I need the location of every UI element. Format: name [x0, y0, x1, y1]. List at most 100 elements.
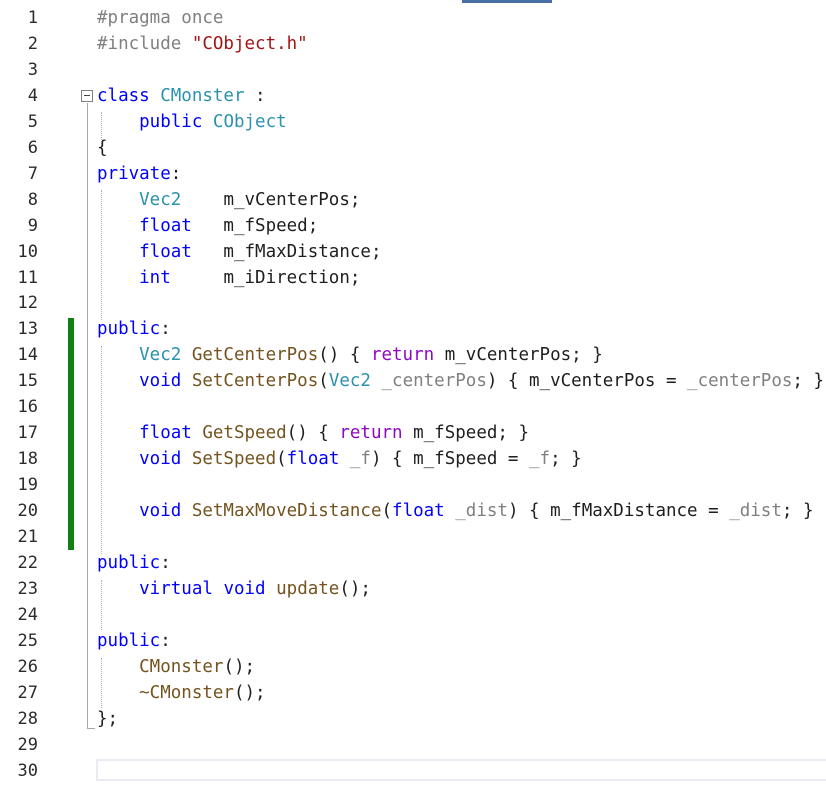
code-token: ) { m_vCenterPos =	[486, 371, 688, 392]
code-token: #pragma once	[97, 8, 224, 28]
code-line[interactable]: ~CMonster();	[97, 683, 265, 703]
line-number: 15	[17, 371, 38, 392]
code-token: void	[97, 501, 192, 522]
line-number: 30	[17, 760, 38, 781]
code-token: ();	[339, 578, 371, 599]
code-line[interactable]: };	[97, 709, 118, 729]
code-token: _dist	[729, 501, 782, 522]
code-token: class	[97, 85, 161, 106]
code-token: (	[318, 371, 329, 392]
code-line[interactable]: public:	[97, 553, 171, 573]
code-token: GetSpeed	[202, 423, 287, 444]
code-token: :	[160, 552, 171, 573]
line-number: 28	[17, 708, 38, 729]
line-number: 26	[17, 656, 38, 677]
code-token: CObject	[212, 111, 287, 132]
code-token: _f	[529, 449, 551, 470]
code-token: void	[97, 449, 192, 470]
code-line[interactable]: public CObject	[97, 112, 287, 132]
line-number: 23	[17, 578, 38, 599]
code-line[interactable]: float GetSpeed() { return m_fSpeed; }	[97, 423, 529, 443]
code-token: _centerPos	[381, 371, 487, 392]
code-line[interactable]: Vec2 GetCenterPos() { return m_vCenterPo…	[97, 345, 603, 365]
code-token: () {	[286, 423, 340, 444]
line-number: 10	[17, 241, 38, 262]
code-token: float	[286, 449, 350, 470]
code-line[interactable]: private:	[97, 164, 181, 184]
code-token: SetCenterPos	[191, 371, 319, 392]
code-line[interactable]: void SetCenterPos(Vec2 _centerPos) { m_v…	[97, 371, 824, 391]
code-token: () {	[318, 345, 371, 366]
code-line[interactable]: Vec2 m_vCenterPos;	[97, 190, 360, 210]
line-number: 25	[17, 630, 38, 651]
line-number: 17	[17, 423, 38, 444]
code-token: return	[370, 345, 435, 366]
code-token: m_fMaxDistance;	[191, 241, 382, 262]
code-line[interactable]: #pragma once	[97, 8, 223, 28]
code-token: SetMaxMoveDistance	[191, 501, 382, 522]
code-token: (	[381, 501, 393, 522]
line-number: 29	[17, 734, 38, 755]
code-token: (	[276, 449, 287, 470]
line-number: 9	[27, 215, 38, 236]
code-token: m_vCenterPos;	[181, 189, 361, 210]
code-token: virtual	[97, 578, 224, 599]
code-token: float	[97, 215, 192, 236]
indent-guide	[101, 658, 102, 708]
indent-guide	[101, 580, 102, 630]
code-token: void	[223, 578, 277, 599]
line-number: 16	[17, 397, 38, 418]
code-token: :	[160, 319, 171, 340]
code-line[interactable]: {	[97, 138, 108, 158]
code-token: ();	[223, 656, 256, 677]
line-number: 4	[27, 85, 38, 106]
code-token: ; }	[792, 371, 825, 392]
code-token: "CObject.h"	[191, 33, 308, 54]
code-line[interactable]: void SetSpeed(float _f) { m_fSpeed = _f;…	[97, 449, 582, 469]
code-token: Vec2	[97, 345, 192, 366]
code-line[interactable]: #include "CObject.h"	[97, 34, 308, 54]
code-token: public	[97, 111, 213, 132]
code-line[interactable]: float m_fSpeed;	[97, 216, 318, 236]
code-token: public	[97, 319, 161, 340]
code-token: GetCenterPos	[191, 345, 319, 366]
indent-guide	[101, 190, 102, 320]
line-number: 12	[17, 293, 38, 314]
code-token: :	[160, 630, 171, 651]
code-token: CMonster	[97, 656, 224, 677]
line-number: 20	[17, 501, 38, 522]
fold-toggle-icon[interactable]	[81, 90, 93, 102]
code-token: float	[392, 501, 456, 522]
line-number: 18	[17, 449, 38, 470]
line-number: 8	[27, 189, 38, 210]
line-number: 21	[17, 527, 38, 547]
code-token: ) { m_fMaxDistance =	[507, 501, 730, 522]
code-line[interactable]: float m_fMaxDistance;	[97, 242, 381, 262]
line-number: 22	[17, 552, 38, 573]
code-token: private	[97, 163, 171, 184]
code-token: m_iDirection;	[170, 267, 361, 288]
line-number: 7	[27, 163, 38, 184]
fold-region-end	[87, 728, 95, 729]
fold-region-line	[87, 103, 88, 728]
line-number: 14	[17, 345, 38, 366]
code-token: float	[97, 423, 203, 444]
scroll-indicator	[462, 0, 552, 3]
code-line[interactable]: class CMonster :	[97, 86, 266, 106]
code-line[interactable]: void SetMaxMoveDistance(float _dist) { m…	[97, 501, 814, 522]
code-line[interactable]: virtual void update();	[97, 579, 371, 599]
code-token: ; }	[781, 501, 814, 522]
code-token: m_vCenterPos; }	[434, 345, 603, 366]
code-token: update	[276, 578, 340, 599]
code-line[interactable]: public:	[97, 319, 171, 339]
code-line[interactable]: int m_iDirection;	[97, 268, 360, 288]
code-token: Vec2	[328, 371, 382, 392]
code-token: _centerPos	[687, 371, 793, 392]
indent-guide	[101, 112, 102, 148]
code-line[interactable]: CMonster();	[97, 657, 255, 677]
line-number: 27	[17, 682, 38, 703]
code-line[interactable]: public:	[97, 631, 171, 651]
line-number: 2	[27, 33, 38, 54]
code-token: return	[339, 423, 403, 444]
